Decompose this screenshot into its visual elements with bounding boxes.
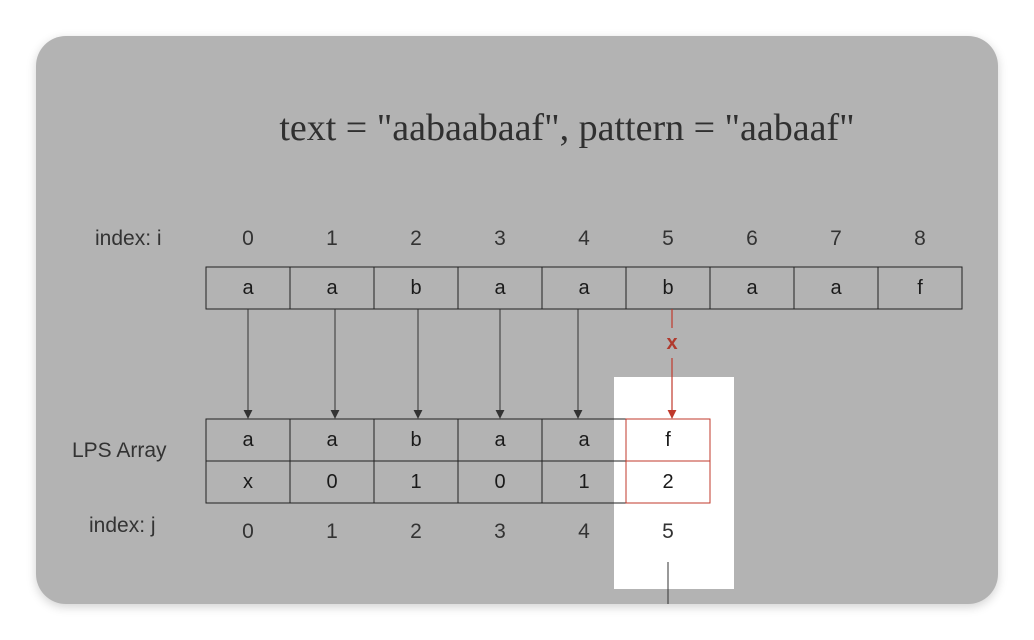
text-index: 5 <box>662 227 674 250</box>
lps-value: 0 <box>494 471 505 493</box>
text-cell-char: a <box>746 277 758 299</box>
lps-index: 3 <box>494 520 506 543</box>
match-arrows <box>243 309 677 419</box>
lps-value: x <box>243 471 253 493</box>
lps-index: 2 <box>410 520 422 543</box>
lps-pattern-char: a <box>242 429 254 451</box>
text-cell-char: b <box>662 277 673 299</box>
lps-table: a a b a a f x 0 1 0 1 2 <box>205 418 711 504</box>
text-index-label: index: i <box>95 227 162 250</box>
focus-box <box>614 377 734 589</box>
text-cell-char: a <box>242 277 254 299</box>
lps-value: 1 <box>578 471 589 493</box>
lps-value: 1 <box>410 471 421 493</box>
lps-pattern-char: a <box>326 429 338 451</box>
text-index: 1 <box>326 227 338 250</box>
text-cell-char: f <box>917 277 923 299</box>
text-index: 0 <box>242 227 254 250</box>
lps-pattern-char: b <box>410 429 421 451</box>
diagram-title: text = "aabaabaaf", pattern = "aabaaf" <box>279 107 854 149</box>
text-index: 8 <box>914 227 926 250</box>
lps-index: 1 <box>326 520 338 543</box>
text-index: 6 <box>746 227 758 250</box>
lps-value: 2 <box>662 471 673 493</box>
text-cell-char: a <box>494 277 506 299</box>
text-index: 3 <box>494 227 506 250</box>
mismatch-mark: x <box>666 332 677 354</box>
text-cell <box>877 266 963 310</box>
lps-index-row: 0 1 2 3 4 5 <box>242 520 674 543</box>
lps-index: 4 <box>578 520 590 543</box>
lps-index: 0 <box>242 520 254 543</box>
lps-array-label: LPS Array <box>72 439 167 462</box>
lps-pattern-char: a <box>578 429 590 451</box>
text-index: 4 <box>578 227 590 250</box>
lps-value-cell <box>625 460 711 504</box>
lps-pattern-char: a <box>494 429 506 451</box>
text-cell-char: a <box>578 277 590 299</box>
lps-index-label: index: j <box>89 514 156 537</box>
text-cell-char: a <box>326 277 338 299</box>
text-index-row: 0 1 2 3 4 5 6 7 8 <box>242 227 926 250</box>
text-cell-char: b <box>410 277 421 299</box>
diagram-panel <box>36 36 998 604</box>
lps-pattern-char: f <box>665 429 671 451</box>
text-index: 7 <box>830 227 842 250</box>
text-index: 2 <box>410 227 422 250</box>
lps-index: 5 <box>662 520 674 543</box>
text-cell-char: a <box>830 277 842 299</box>
lps-value: 0 <box>326 471 337 493</box>
